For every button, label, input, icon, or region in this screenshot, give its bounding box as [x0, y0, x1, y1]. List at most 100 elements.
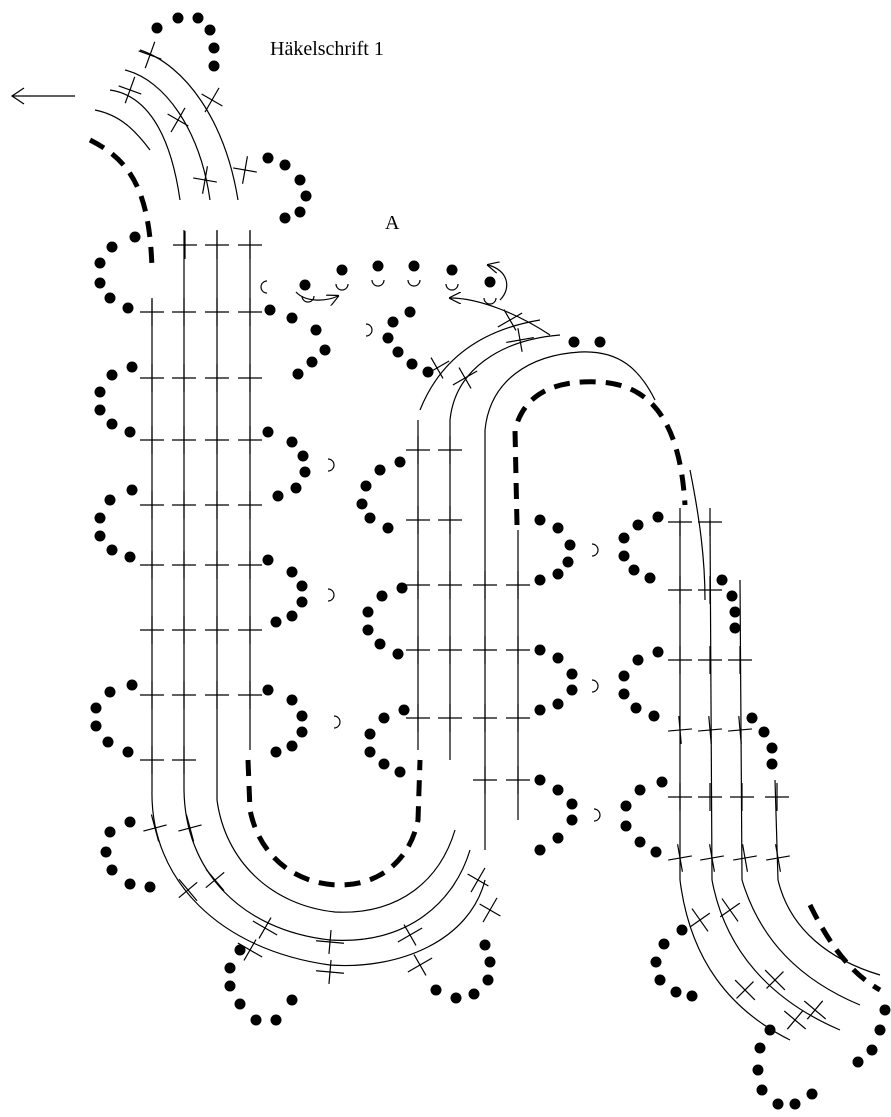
picot-dot — [145, 882, 156, 893]
sc-cross-mark — [506, 766, 530, 794]
sc-cross-mark — [698, 508, 722, 536]
picot-dot — [127, 362, 138, 373]
picot-dot — [405, 307, 416, 318]
picot-dot — [563, 557, 574, 568]
picot-dot — [297, 711, 308, 722]
picot-dot — [649, 711, 660, 722]
picot-dot — [383, 333, 394, 344]
picot-dot — [569, 337, 580, 348]
picot-dot — [635, 837, 646, 848]
sc-cross-mark — [205, 426, 229, 454]
picot-dot — [127, 680, 138, 691]
picot-dot — [95, 258, 106, 269]
picot-dot — [301, 191, 312, 202]
picot-dot — [263, 555, 274, 566]
picot-dot — [730, 623, 741, 634]
picot-dot — [747, 713, 758, 724]
slip-stitch-arc — [334, 716, 340, 728]
picot-dot — [365, 747, 376, 758]
picot-dot — [379, 759, 390, 770]
picot-dot — [287, 695, 298, 706]
sc-cross-mark — [238, 491, 262, 519]
picot-dot — [480, 940, 491, 951]
sc-cross-mark — [231, 154, 259, 186]
chain-dot — [409, 261, 420, 272]
sc-cross-mark — [172, 746, 196, 774]
sc-cross-mark — [195, 82, 230, 118]
slip-stitch-arc — [261, 281, 267, 293]
picot-dot — [807, 1089, 818, 1100]
picot-dot — [273, 491, 284, 502]
picot-dot — [535, 575, 546, 586]
sc-cross-mark — [205, 491, 229, 519]
picot-dot — [659, 939, 670, 950]
sc-cross-mark — [438, 636, 462, 664]
picot-dot — [105, 495, 116, 506]
picot-dot — [225, 963, 236, 974]
picot-dot — [553, 523, 564, 534]
sc-cross-mark — [197, 862, 233, 899]
picot-dot — [105, 687, 116, 698]
picot-dot — [393, 649, 404, 660]
picot-dot — [295, 175, 306, 186]
picot-dot — [655, 975, 666, 986]
picot-dot — [291, 483, 302, 494]
single-crochet-marks — [114, 38, 834, 1038]
picot-dot — [867, 1045, 878, 1056]
picot-dot — [621, 801, 632, 812]
picot-dot — [535, 845, 546, 856]
sc-cross-mark — [173, 231, 197, 259]
sc-cross-mark — [205, 231, 229, 259]
picot-dot — [105, 293, 116, 304]
sc-cross-mark — [191, 164, 219, 196]
picot-dot — [105, 827, 116, 838]
slip-stitch-arc — [592, 680, 598, 692]
picot-dot — [567, 815, 578, 826]
sc-cross-mark — [238, 426, 262, 454]
sc-cross-mark — [402, 948, 438, 983]
picot-dot — [263, 153, 274, 164]
picot-dot — [469, 989, 480, 1000]
picot-dot — [393, 347, 404, 358]
picot-dot — [287, 741, 298, 752]
picot-dot — [759, 727, 770, 738]
picot-dot — [651, 957, 662, 968]
sc-cross-mark — [473, 704, 497, 732]
picot-dot — [753, 1065, 764, 1076]
picot-dot — [91, 721, 102, 732]
sc-cross-mark — [406, 636, 430, 664]
picot-dot — [619, 551, 630, 562]
sc-cross-mark — [205, 551, 229, 579]
picot-dot — [209, 43, 220, 54]
slip-stitch-arc — [328, 459, 334, 471]
picot-dot — [651, 847, 662, 858]
picot-dot — [383, 523, 394, 534]
picot-dot — [298, 451, 309, 462]
picot-dot — [535, 775, 546, 786]
sc-cross-mark — [473, 571, 497, 599]
sc-cross-mark — [140, 426, 164, 454]
sc-cross-mark — [438, 571, 462, 599]
sc-cross-mark — [727, 972, 764, 1009]
sc-cross-mark — [238, 551, 262, 579]
picot-dot — [287, 313, 298, 324]
sc-cross-mark — [506, 636, 530, 664]
picot-dot — [209, 61, 220, 72]
picot-dot — [363, 625, 374, 636]
sc-cross-mark — [114, 73, 146, 108]
picot-dot — [107, 370, 118, 381]
sc-cross-mark — [731, 842, 759, 874]
sc-cross-mark — [140, 298, 164, 326]
sc-cross-mark — [757, 962, 794, 999]
picot-dot — [395, 767, 406, 778]
picot-dot — [280, 160, 291, 171]
sc-cross-mark — [172, 616, 196, 644]
picot-dot — [767, 743, 778, 754]
picot-dot — [95, 387, 106, 398]
sc-cross-mark — [712, 892, 748, 929]
sc-cross-mark — [698, 783, 722, 811]
picot-dot — [95, 278, 106, 289]
sc-cross-mark — [238, 231, 262, 259]
picot-dot — [657, 777, 668, 788]
picot-dot — [107, 419, 118, 430]
